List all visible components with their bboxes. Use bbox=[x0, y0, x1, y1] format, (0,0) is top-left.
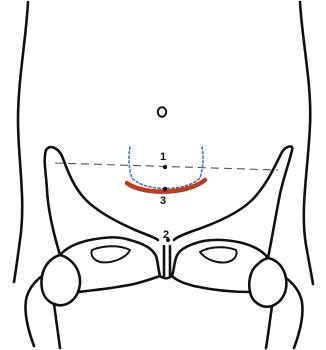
right-femur bbox=[266, 278, 303, 348]
right-pelvic-inlet bbox=[176, 240, 268, 258]
umbilicus-icon bbox=[158, 107, 166, 117]
point-3-marker bbox=[163, 187, 167, 191]
torso-outline-icon bbox=[14, 2, 313, 284]
right-inferior-ramus bbox=[172, 276, 250, 292]
left-femoral-head bbox=[42, 255, 81, 305]
torso-left-side bbox=[14, 2, 28, 282]
left-inferior-ramus bbox=[78, 276, 160, 292]
pubic-symphysis bbox=[156, 246, 176, 278]
right-femoral-head bbox=[249, 258, 286, 307]
point-1-marker bbox=[163, 165, 167, 169]
pelvis-outline-icon bbox=[25, 146, 302, 348]
torso-right-side bbox=[300, 2, 313, 284]
point-2-label: 2 bbox=[163, 229, 169, 241]
point-3-label: 3 bbox=[160, 195, 166, 207]
left-obturator-foramen bbox=[91, 246, 130, 262]
point-1-label: 1 bbox=[160, 151, 166, 163]
right-obturator-foramen bbox=[200, 247, 237, 262]
